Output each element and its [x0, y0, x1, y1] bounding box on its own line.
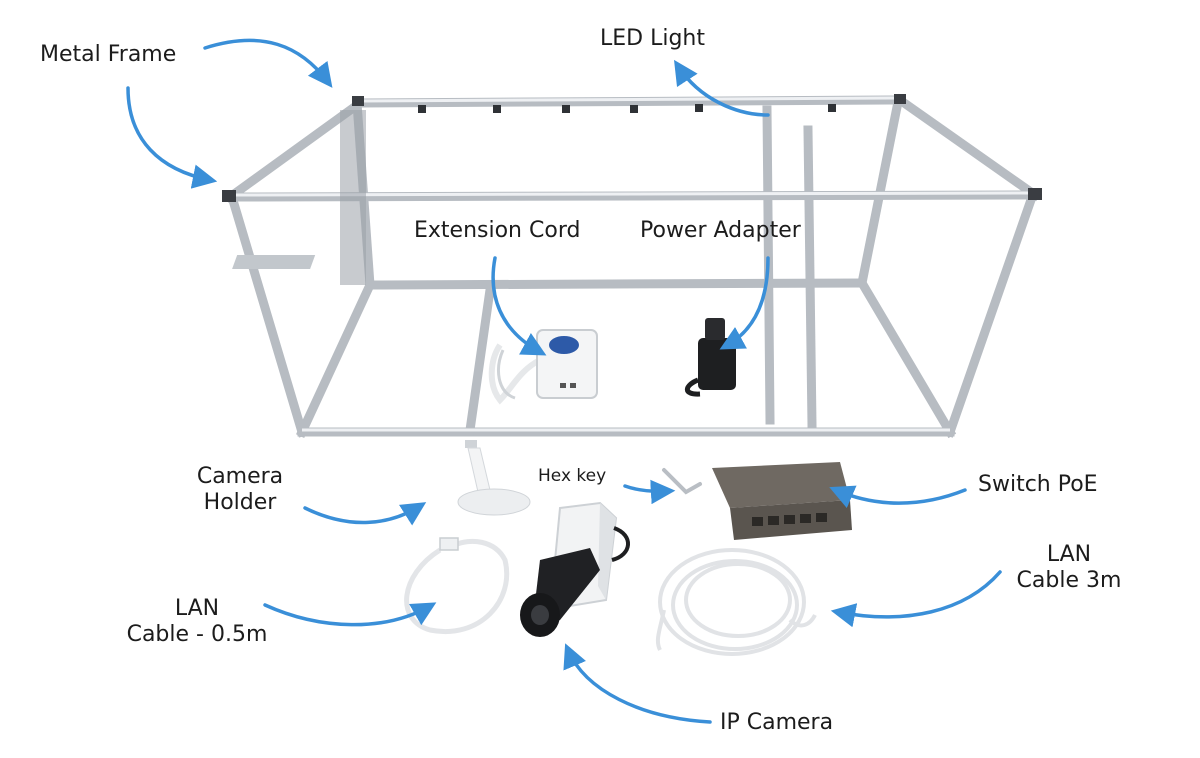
arrow-ip-camera: [563, 643, 712, 724]
label-lan-short: LAN Cable - 0.5m: [112, 596, 282, 648]
label-hex-key: Hex key: [538, 466, 607, 486]
camera-holder: [457, 440, 531, 516]
label-lan-long-line2: Cable 3m: [1016, 568, 1122, 593]
label-camera-holder-line2: Holder: [203, 490, 277, 515]
label-camera-holder: Camera Holder: [190, 464, 290, 516]
label-lan-long: LAN Cable 3m: [1004, 542, 1134, 594]
ip-camera: [520, 501, 630, 637]
label-metal-frame: Metal Frame: [40, 42, 177, 67]
label-lan-short-line2: Cable - 0.5m: [126, 622, 268, 647]
arrow-hex-key: [623, 479, 676, 505]
annotation-arrows: [126, 38, 1002, 724]
lan-cable-long: [655, 548, 817, 656]
arrow-metal-frame-left: [126, 86, 218, 189]
label-ip-camera: IP Camera: [720, 710, 834, 735]
arrow-switch-poe: [829, 485, 967, 509]
arrow-extension-cord: [491, 256, 547, 356]
label-lan-long-line1: LAN: [1046, 542, 1092, 567]
arrow-lan-short: [263, 602, 437, 627]
switch-poe: [712, 462, 852, 540]
arrow-metal-frame-top: [203, 38, 333, 88]
frame-bracket: [232, 255, 316, 269]
arrow-camera-holder: [303, 502, 427, 526]
arrow-led-light: [674, 59, 770, 117]
arrow-lan-long: [830, 570, 1002, 628]
power-adapter: [684, 318, 736, 397]
label-lan-short-line1: LAN: [174, 596, 220, 621]
arrow-power-adapter: [719, 256, 770, 350]
label-switch-poe: Switch PoE: [978, 472, 1098, 497]
led-light-strip: [418, 104, 836, 113]
frame-corners: [222, 94, 1042, 202]
extension-cord: [488, 329, 598, 405]
label-extension-cord: Extension Cord: [414, 218, 581, 243]
label-power-adapter: Power Adapter: [640, 218, 801, 243]
label-led-light: LED Light: [600, 26, 705, 51]
frame-side-panel: [340, 110, 366, 285]
hex-key: [662, 468, 702, 495]
lan-cable-short: [404, 537, 510, 634]
label-camera-holder-line1: Camera: [196, 464, 284, 489]
